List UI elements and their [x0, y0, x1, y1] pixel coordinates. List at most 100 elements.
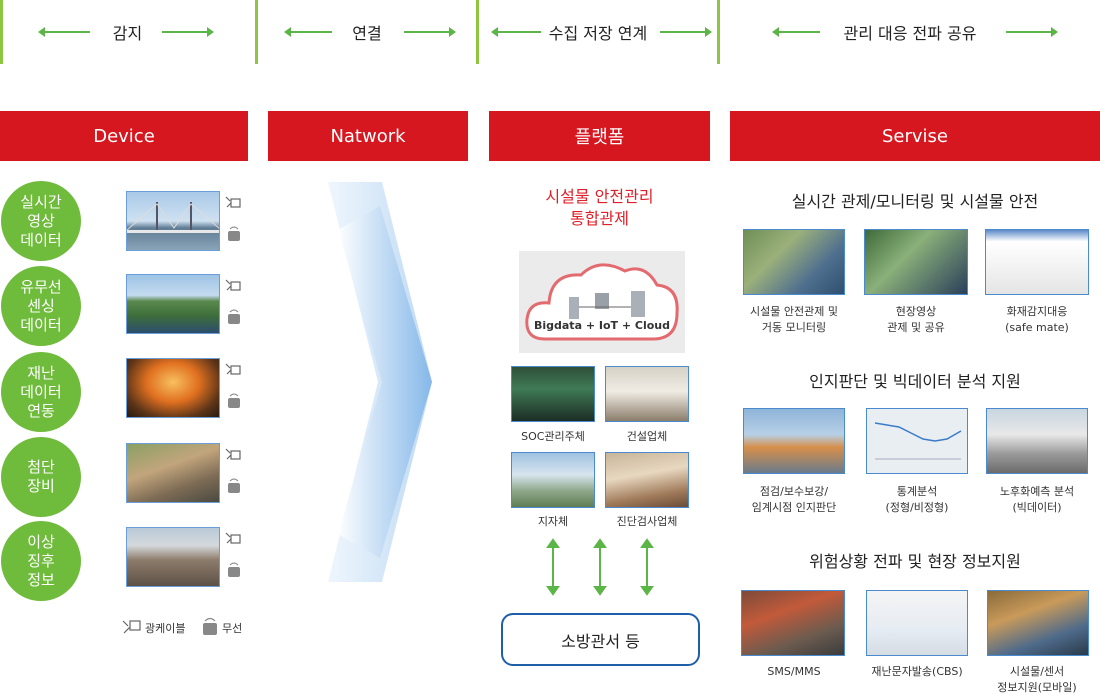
header-label: Servise — [881, 125, 948, 147]
bridge-photo — [126, 191, 220, 251]
circle-line: 연동 — [27, 401, 55, 420]
caption-line: 재난문자발송(CBS) — [871, 665, 963, 678]
stage-sense: 감지 — [0, 0, 255, 64]
service-caption: SMS/MMS — [730, 664, 858, 680]
circle-line: 첨단 — [27, 458, 55, 476]
circle-line: 데이터 — [20, 230, 62, 249]
circle-line: 재난 — [27, 363, 55, 382]
circle-line: 데이터 — [20, 382, 62, 401]
caption-line: SMS/MMS — [767, 665, 821, 678]
bridge-analysis-screenshot — [743, 408, 845, 474]
caption-line: (정형/비정형) — [885, 501, 949, 514]
header-label: 플랫폼 — [574, 127, 625, 148]
platform-title-line: 통합관제 — [570, 209, 629, 228]
service-caption: 통계분석(정형/비정형) — [855, 484, 979, 516]
caption-line: 노후화예측 분석 — [999, 485, 1075, 498]
header-label: Natwork — [330, 125, 406, 147]
construction-photo — [126, 527, 220, 587]
sms-photo — [741, 590, 845, 656]
stage-divider — [476, 0, 479, 64]
arrow-right-icon — [660, 27, 712, 37]
caption-line: 현장영상 — [895, 305, 937, 318]
caption-line: 시설물 안전관제 및 — [750, 305, 838, 318]
cloud-icon — [525, 263, 679, 341]
wireless-icon — [228, 562, 240, 577]
circle-line: 징후 — [27, 551, 55, 570]
device-icon-stack — [225, 448, 241, 493]
monitoring-screenshot — [743, 229, 845, 295]
circle-line: 정보 — [27, 570, 55, 589]
header-network: Natwork — [268, 111, 468, 161]
line-chart-icon — [874, 422, 962, 460]
construction-office-photo — [605, 366, 689, 422]
arrow-left-icon — [38, 27, 90, 37]
header-service: Servise — [730, 111, 1100, 161]
service-caption: 노후화예측 분석 (빅데이터) — [975, 484, 1099, 516]
network-chevron-arrow — [328, 182, 432, 582]
circle-line: 데이터 — [20, 315, 62, 334]
card-caption: 지자체 — [537, 515, 569, 528]
circle-line: 실시간 — [20, 192, 62, 211]
stage-label: 감지 — [112, 24, 143, 43]
arrow-right-icon — [404, 27, 456, 37]
stage-divider — [0, 0, 3, 64]
caption-line: 관제 및 공유 — [887, 321, 945, 334]
fiber-cable-icon — [225, 363, 241, 375]
stage-divider — [255, 0, 258, 64]
circle-line: 이상 — [27, 532, 55, 551]
government-photo — [511, 452, 595, 508]
header-label: Device — [93, 125, 155, 147]
fiber-cable-icon — [225, 448, 241, 460]
caption-line: 화재감지대응 — [1006, 305, 1068, 318]
slope-photo — [126, 443, 220, 503]
wireless-icon — [228, 478, 240, 493]
legend-wired-label: 광케이블 — [145, 622, 186, 635]
bidirectional-arrows-icon — [546, 538, 654, 596]
stage-collect: 수집 저장 연계 — [479, 0, 717, 64]
device-icon-stack — [225, 279, 241, 324]
card-caption: 진단검사업체 — [616, 515, 678, 528]
soc-photo — [511, 366, 595, 422]
circle-line: 장비 — [27, 477, 55, 495]
stage-label: 관리 대응 전파 공유 — [843, 24, 977, 43]
service-section-title: 위험상황 전파 및 현장 정보지원 — [809, 552, 1021, 571]
statistics-screenshot — [866, 408, 968, 474]
service-section-title: 실시간 관제/모니터링 및 시설물 안전 — [791, 192, 1039, 211]
caption-line: 정보지원(모바일) — [997, 681, 1077, 694]
wireless-icon — [203, 617, 217, 635]
stage-manage: 관리 대응 전파 공유 — [720, 0, 1100, 64]
legend-wireless-label: 무선 — [222, 622, 243, 635]
dam-photo — [126, 274, 220, 334]
fiber-cable-icon — [225, 532, 241, 544]
caption-line: 임계시점 인지판단 — [751, 501, 837, 514]
cloud-panel: Bigdata + IoT + Cloud — [519, 251, 685, 353]
wireless-icon — [228, 309, 240, 324]
fire-detect-screenshot — [985, 229, 1089, 295]
fiber-cable-icon — [225, 196, 241, 208]
circle-line: 센싱 — [27, 296, 55, 315]
mobile-support-photo — [987, 590, 1089, 656]
wireless-icon — [228, 393, 240, 408]
caption-line: 점검/보수보강/ — [759, 485, 829, 498]
stage-label: 연결 — [352, 24, 382, 43]
cbs-screenshot — [866, 590, 968, 656]
cloud-text: Bigdata + IoT + Cloud — [533, 319, 671, 332]
caption-line: (빅데이터) — [1012, 501, 1062, 514]
caption-line: 시설물/센서 — [1009, 665, 1065, 678]
platform-title-line: 시설물 안전관리 — [545, 187, 654, 206]
arrow-left-icon — [491, 27, 541, 37]
arrow-left-icon — [772, 27, 820, 37]
arrow-right-icon — [162, 27, 214, 37]
device-icon-stack — [225, 532, 241, 577]
service-caption: 화재감지대응(safe mate) — [975, 304, 1099, 336]
fiber-cable-icon — [122, 620, 141, 634]
fire-station-label: 소방관서 등 — [561, 631, 640, 651]
stage-label: 수집 저장 연계 — [548, 24, 648, 43]
tunnel-photo — [126, 358, 220, 418]
